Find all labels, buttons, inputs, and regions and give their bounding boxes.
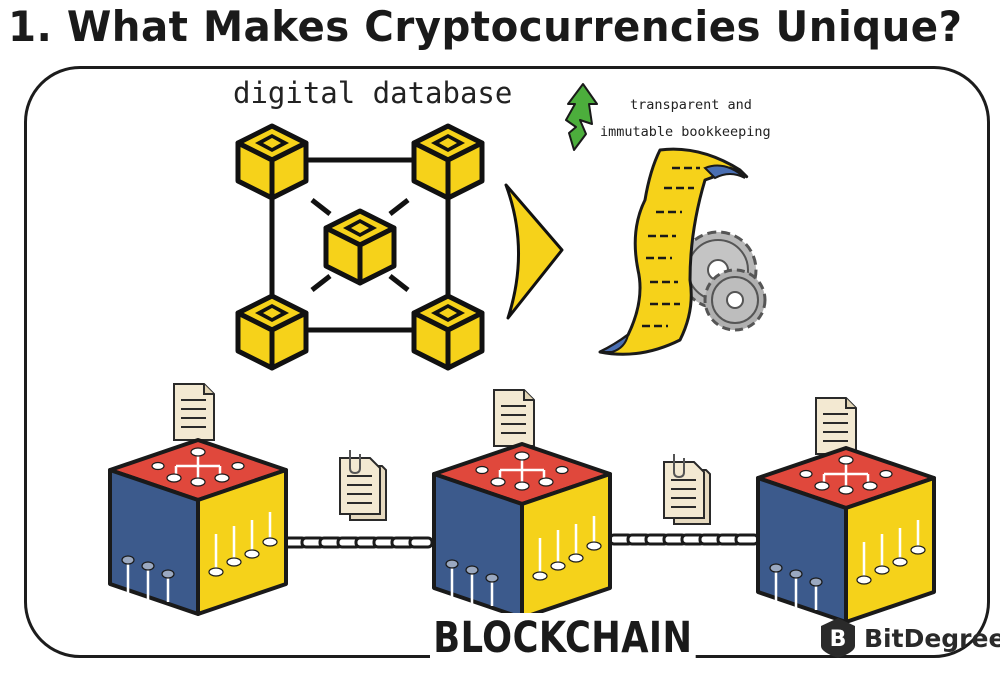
chain-link-left [282,536,434,549]
clipped-document-icon [663,453,711,525]
network-cube-top-right [414,126,482,198]
network-cube-center [326,211,394,283]
logo-mark-letter: B [830,627,847,652]
blockchain-block-2 [432,442,612,620]
bookkeeping-label: transparent and immutable bookkeeping [600,92,800,146]
gear-icon [678,230,767,332]
document-icon [815,397,857,455]
document-icon [173,383,215,441]
document-icon [493,389,535,447]
network-cube-bottom-left [238,296,306,368]
page-title: 1. What Makes Cryptocurrencies Unique? [8,2,963,51]
brand-name: BitDegree [864,623,1000,653]
blockchain-block-3 [756,446,936,624]
bitdegree-logo-icon: B [821,618,855,658]
bookkeeping-label-line-1: transparent and [630,97,752,113]
brand-logo: B BitDegree [818,616,1000,660]
bookkeeping-label-line-2: immutable bookkeeping [600,124,771,140]
network-cube-bottom-right [414,296,482,368]
chevron-right-icon [504,183,564,320]
digital-database-label: digital database [233,76,513,110]
network-cube-top-left [238,126,306,198]
clipped-document-icon [339,449,387,521]
chain-link-right [608,533,760,546]
up-arrow-icon [565,83,598,151]
blockchain-label: BLOCKCHAIN [430,613,696,663]
ledger-scroll-icon [598,147,749,356]
blockchain-block-1 [108,438,288,616]
